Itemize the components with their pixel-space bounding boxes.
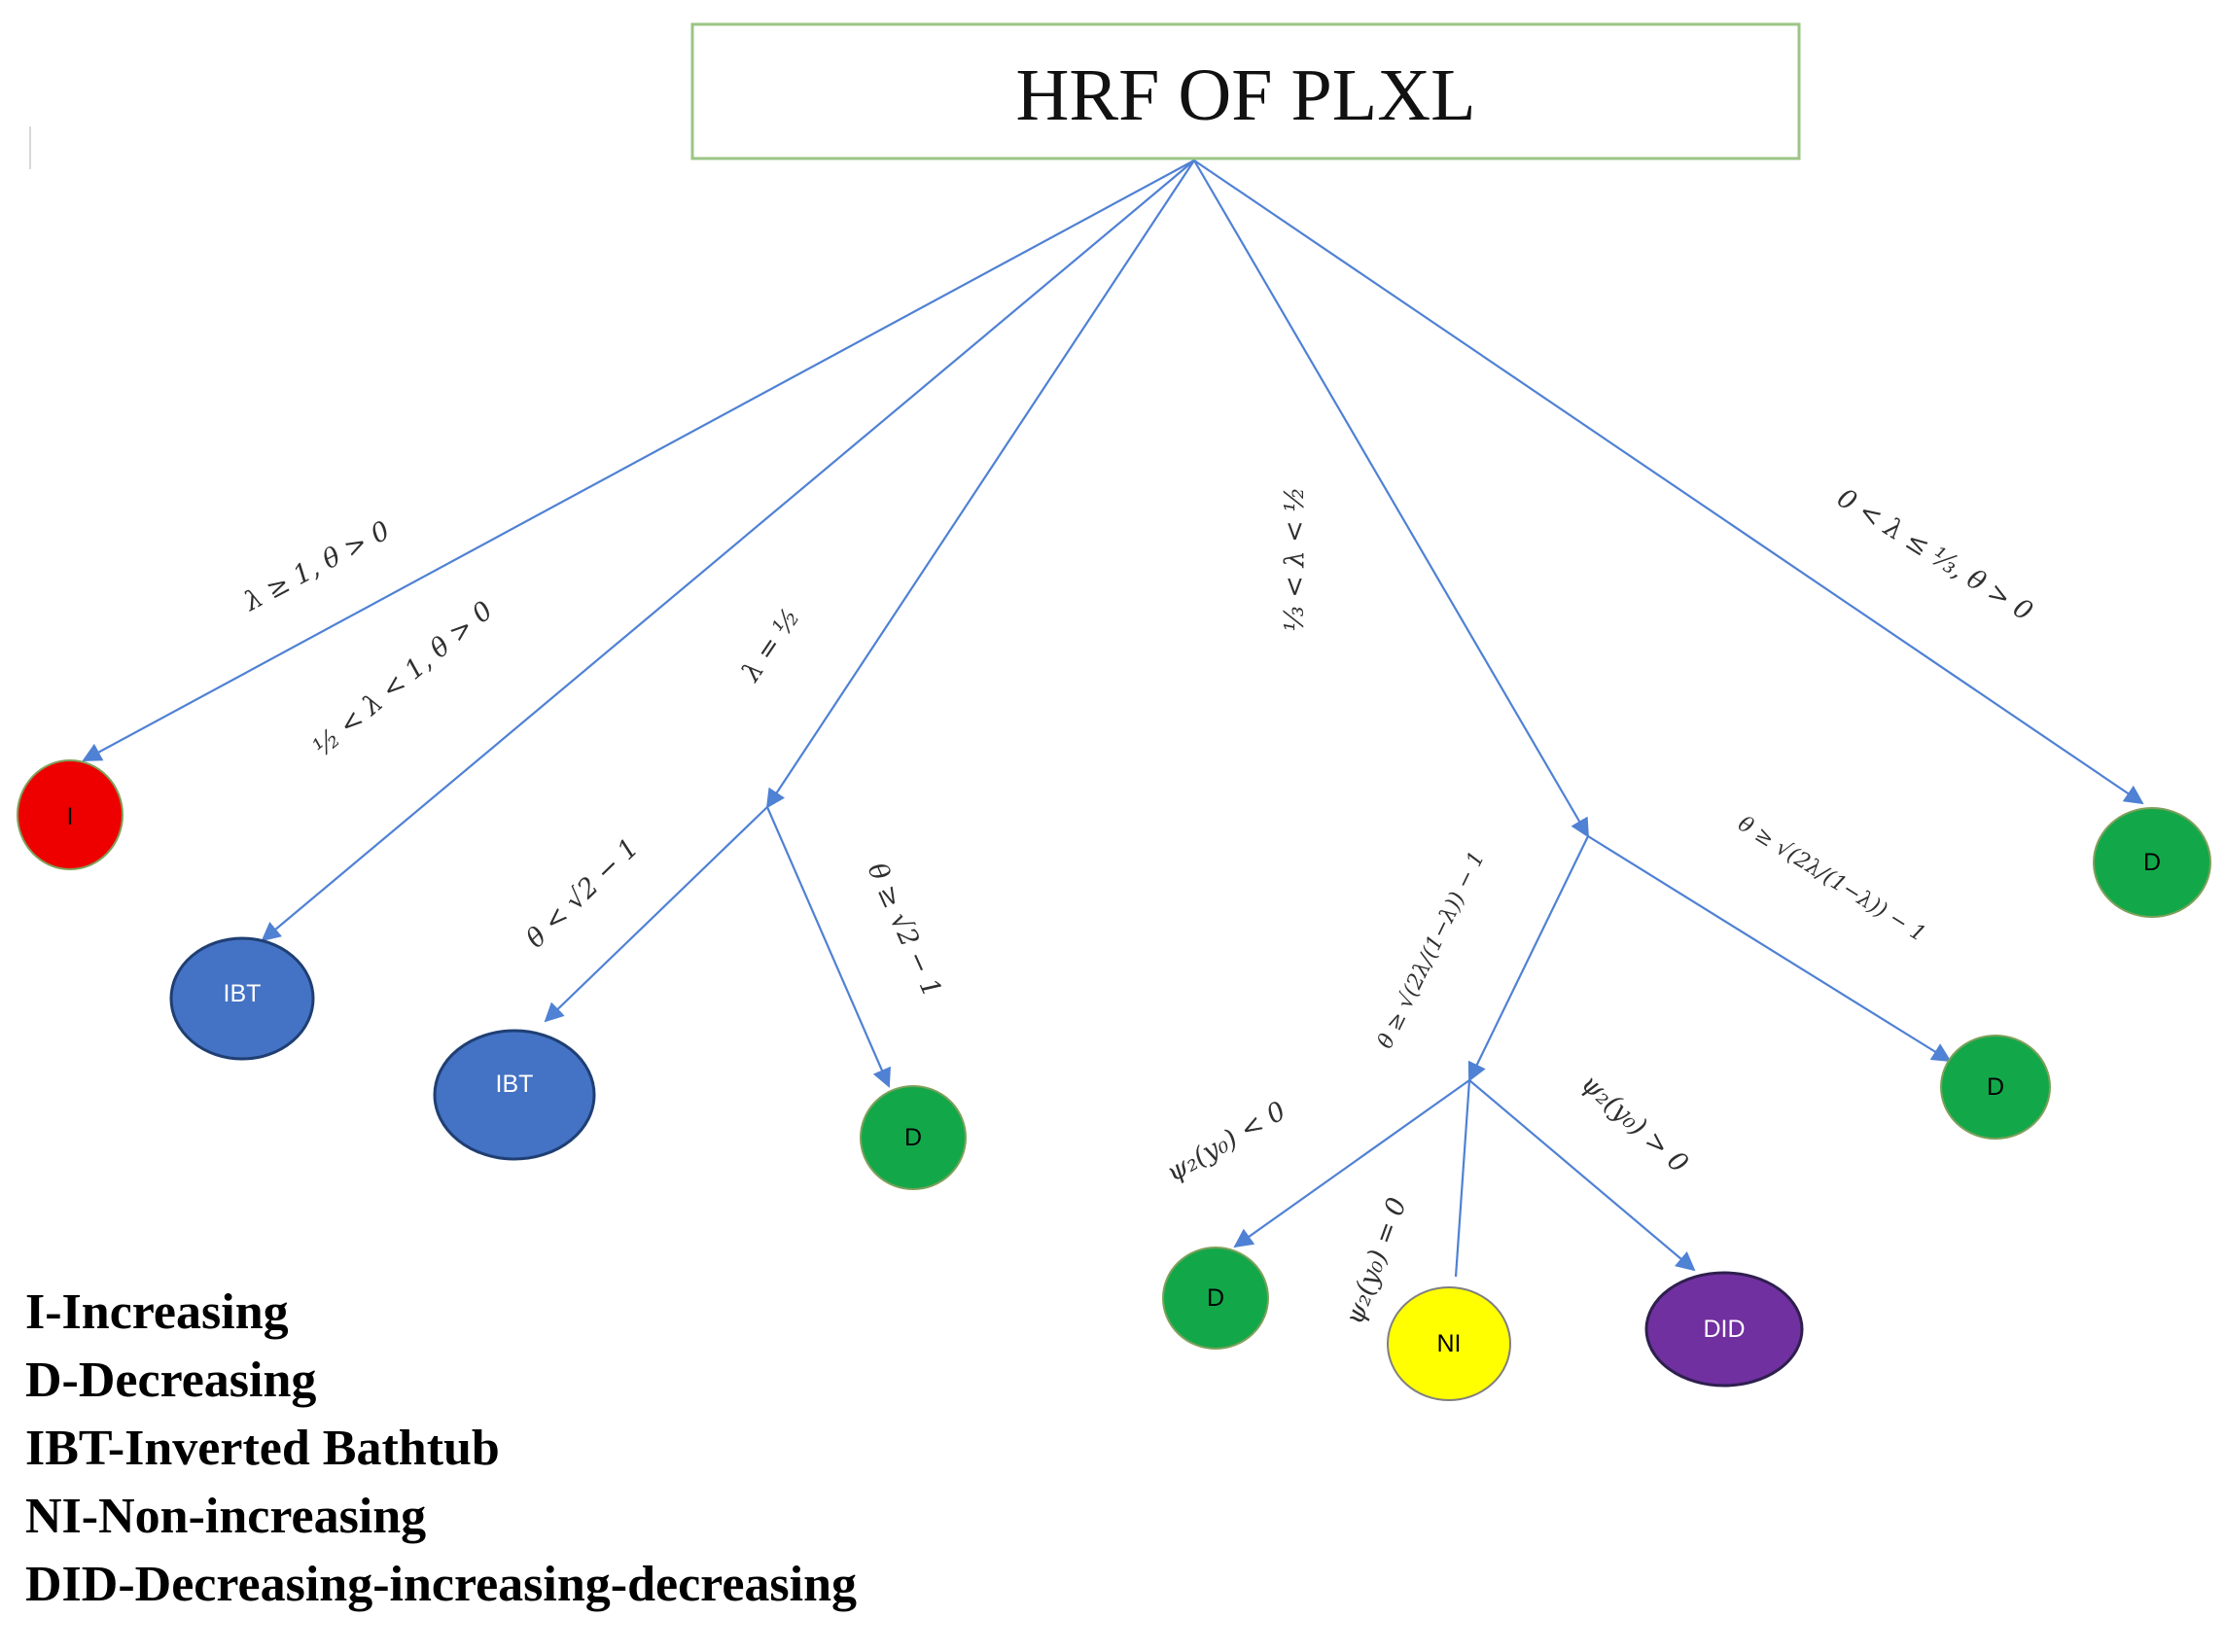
edge-junction-b-to-junction-c [1467, 835, 1589, 1082]
node-label: IBT [224, 980, 262, 1007]
cond-half-lt-lambda-lt-1: ½ < λ < 1, θ > 0 [307, 596, 498, 763]
node-decreasing-3: D [1940, 1035, 2051, 1140]
legend-item-increasing: I-Increasing [25, 1284, 289, 1340]
node-decreasing-2: D [1162, 1247, 1269, 1350]
edge-root-to-junction-b [1193, 159, 1589, 838]
edge-root-to-ibt1 [261, 159, 1195, 942]
node-ibt-1: IBT [169, 936, 315, 1061]
legend-item-ibt: IBT-Inverted Bathtub [25, 1421, 500, 1476]
edge-root-to-junction-a [765, 159, 1195, 809]
node-did: DID [1644, 1271, 1804, 1388]
cond-lambda-eq-half: λ = ½ [735, 603, 806, 687]
node-increasing: I [17, 759, 124, 870]
cond-theta-ge-sqrt2: θ ≥ √2 − 1 [862, 859, 947, 1002]
edge-root-to-i [82, 159, 1195, 761]
node-decreasing-1: D [860, 1085, 967, 1190]
edge-junction-c-to-d2 [1233, 1079, 1470, 1248]
node-decreasing-4: D [2093, 807, 2211, 918]
cond-theta-lt-sqrt2: θ < √2 − 1 [520, 833, 645, 955]
node-label: D [904, 1124, 922, 1151]
edge-junction-b-to-d3 [1587, 835, 1952, 1063]
cond-lambda-le-third: 0 < λ ≤ ⅓, θ > 0 [1832, 483, 2038, 627]
cond-psi-lt-0: ψ₂(y₀) < 0 [1161, 1096, 1290, 1188]
legend-item-decreasing: D-Decreasing [25, 1353, 317, 1408]
node-label: DID [1703, 1316, 1745, 1343]
root-node: HRF OF PLXL [690, 22, 1801, 160]
node-label: D [1207, 1284, 1224, 1312]
legend-item-did: DID-Decreasing-increasing-decreasing [25, 1557, 858, 1612]
node-label: D [2143, 849, 2161, 876]
edge-junction-a-to-ibt2 [544, 806, 768, 1023]
node-label: NI [1437, 1330, 1462, 1357]
cond-theta-ge-root-left: θ ≥ √(2λ/(1−λ)) − 1 [1373, 848, 1490, 1053]
edges [82, 159, 2144, 1278]
node-label: I [67, 803, 74, 830]
legend: I-Increasing D-Decreasing IBT-Inverted B… [25, 1279, 857, 1619]
edge-root-to-d4 [1193, 159, 2144, 805]
condition-labels: λ ≥ 1, θ > 0 ½ < λ < 1, θ > 0 λ = ½ θ < … [238, 483, 2037, 1329]
node-ibt-2: IBT [433, 1029, 596, 1161]
node-non-increasing: NI [1387, 1286, 1511, 1401]
cond-theta-ge-root-right: θ ≥ √(2λ/(1−λ)) − 1 [1734, 812, 1930, 947]
legend-item-ni: NI-Non-increasing [25, 1489, 427, 1544]
node-label: IBT [496, 1071, 534, 1098]
cond-psi-gt-0: ψ₂(y₀) > 0 [1575, 1069, 1694, 1179]
result-nodes: I IBT IBT D D NI DID D [17, 759, 2211, 1401]
edge-junction-c-to-did [1468, 1079, 1696, 1272]
node-label: D [1987, 1073, 2004, 1101]
root-title: HRF OF PLXL [1016, 54, 1476, 136]
edge-junction-a-to-d1 [765, 806, 891, 1088]
cond-third-lt-lambda-lt-half: ⅓ < λ < ½ [1280, 486, 1310, 631]
cond-lambda-ge-1: λ ≥ 1, θ > 0 [238, 515, 395, 617]
edge-junction-c-to-ni [1454, 1079, 1471, 1278]
scan-mark [29, 126, 31, 169]
